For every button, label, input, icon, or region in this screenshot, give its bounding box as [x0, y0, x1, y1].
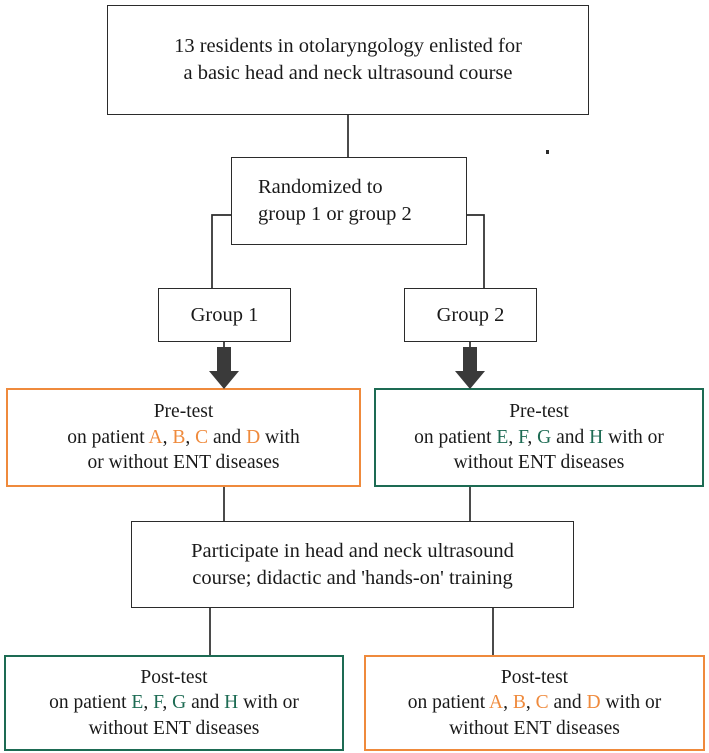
pretest-left-sep-2: , — [185, 426, 196, 448]
pretest-left-patient-d: D — [246, 426, 261, 448]
randomization-line-1: Randomized to — [258, 176, 383, 199]
pretest-right-suffix: with or — [603, 426, 664, 448]
pretest-right-patient-e: E — [496, 426, 509, 448]
group-2-label: Group 2 — [436, 303, 505, 326]
pretest-left-sep-1: , — [162, 426, 173, 448]
posttest-right-patients: on patient A, B, C and D with or — [408, 690, 662, 715]
node-posttest-group-2: Post-test on patient A, B, C and D with … — [364, 655, 705, 751]
posttest-left-sep-2: , — [162, 692, 173, 714]
connector-randomization-to-group1 — [211, 214, 231, 288]
randomization-line-2: group 1 or group 2 — [258, 203, 412, 225]
node-enrollment: 13 residents in otolaryngology enlisted … — [107, 5, 589, 115]
pretest-right-heading: Pre-test — [509, 401, 569, 423]
posttest-right-suffix: with or — [600, 692, 662, 714]
posttest-left-patient-e: E — [131, 692, 144, 714]
node-pretest-group-1: Pre-test on patient A, B, C and D with o… — [6, 388, 361, 487]
posttest-right-sep-3: and — [548, 692, 587, 714]
posttest-left-patient-g: G — [172, 692, 187, 714]
posttest-right-heading: Post-test — [500, 666, 569, 688]
pretest-right-patient-h: H — [589, 426, 604, 448]
posttest-right-patient-a: A — [488, 692, 504, 714]
pretest-right-prefix: on patient — [414, 426, 497, 448]
posttest-right-sep-1: , — [503, 692, 513, 714]
pretest-right-sep-3: and — [551, 426, 590, 448]
enrollment-line-2: a basic head and neck ultrasound course — [183, 62, 513, 84]
enrollment-line-1: 13 residents in otolaryngology enlisted … — [174, 35, 522, 58]
node-posttest-group-1: Post-test on patient E, F, G and H with … — [4, 655, 344, 751]
posttest-left-heading: Post-test — [140, 666, 208, 688]
pretest-right-line-3: without ENT diseases — [453, 452, 625, 474]
connector-randomization-to-group2 — [467, 214, 485, 288]
posttest-left-patient-f: F — [153, 692, 163, 714]
node-ultrasound-course: Participate in head and neck ultrasound … — [131, 521, 574, 608]
pretest-left-line-3: or without ENT diseases — [87, 452, 280, 474]
pretest-left-patients: on patient A, B, C and D with — [67, 425, 299, 450]
pretest-left-prefix: on patient — [67, 426, 149, 448]
posttest-left-line-3: without ENT diseases — [88, 717, 260, 739]
pretest-left-patient-c: C — [195, 426, 209, 448]
pretest-left-patient-b: B — [172, 426, 186, 448]
down-block-arrow-icon-group1 — [209, 347, 239, 389]
pretest-right-sep-1: , — [508, 426, 519, 448]
posttest-left-prefix: on patient — [49, 692, 132, 714]
course-line-1: Participate in head and neck ultrasound — [191, 539, 514, 562]
group-1-label: Group 1 — [190, 303, 259, 326]
posttest-left-sep-1: , — [143, 692, 154, 714]
course-line-2: course; didactic and 'hands-on' training — [192, 566, 513, 589]
node-group-1: Group 1 — [158, 288, 291, 342]
down-block-arrow-icon-group2 — [455, 347, 485, 389]
posttest-right-sep-2: , — [525, 692, 536, 714]
pretest-right-patients: on patient E, F, G and H with or — [414, 425, 664, 450]
posttest-right-patient-d: D — [586, 692, 601, 714]
pretest-left-suffix: with — [260, 426, 300, 448]
pretest-left-heading: Pre-test — [153, 401, 214, 423]
pretest-right-sep-2: , — [527, 426, 538, 448]
pretest-left-patient-a: A — [148, 426, 163, 448]
scan-artifact-dot — [546, 150, 549, 154]
pretest-right-patient-f: F — [518, 426, 528, 448]
node-pretest-group-2: Pre-test on patient E, F, G and H with o… — [374, 388, 704, 487]
posttest-right-line-3: without ENT diseases — [449, 717, 620, 739]
posttest-left-patient-h: H — [224, 692, 239, 714]
posttest-right-prefix: on patient — [407, 692, 489, 714]
posttest-right-patient-c: C — [535, 692, 549, 714]
posttest-left-sep-3: and — [186, 692, 225, 714]
pretest-left-sep-3: and — [208, 426, 247, 448]
node-group-2: Group 2 — [404, 288, 537, 342]
posttest-right-patient-b: B — [512, 692, 526, 714]
pretest-right-patient-g: G — [537, 426, 552, 448]
posttest-left-suffix: with or — [238, 692, 299, 714]
posttest-left-patients: on patient E, F, G and H with or — [49, 690, 299, 715]
node-randomization: Randomized to group 1 or group 2 — [231, 157, 467, 245]
